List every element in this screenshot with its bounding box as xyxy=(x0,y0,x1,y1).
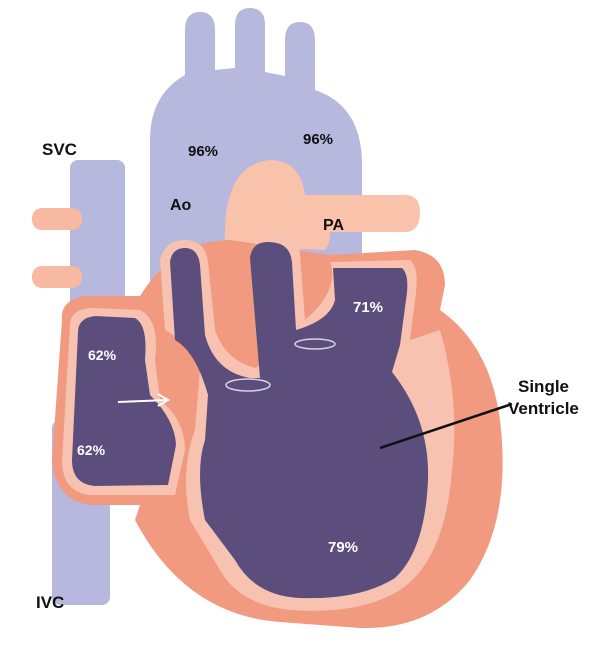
single-ventricle-label-line1: Single xyxy=(518,377,569,396)
single-ventricle-label-line2: Ventricle xyxy=(508,399,579,418)
left-atrium-saturation: 71% xyxy=(353,299,383,316)
ao-label: Ao xyxy=(170,197,192,214)
svc-label: SVC xyxy=(42,140,77,159)
ivc-label: IVC xyxy=(36,593,64,612)
ventricle-saturation: 79% xyxy=(328,539,358,556)
right-atrium-saturation-lower: 62% xyxy=(77,442,106,458)
pa-label: PA xyxy=(323,217,344,234)
right-atrium-saturation-upper: 62% xyxy=(88,347,117,363)
aorta-saturation-left: 96% xyxy=(188,143,218,160)
aorta-saturation-right: 96% xyxy=(303,131,333,148)
